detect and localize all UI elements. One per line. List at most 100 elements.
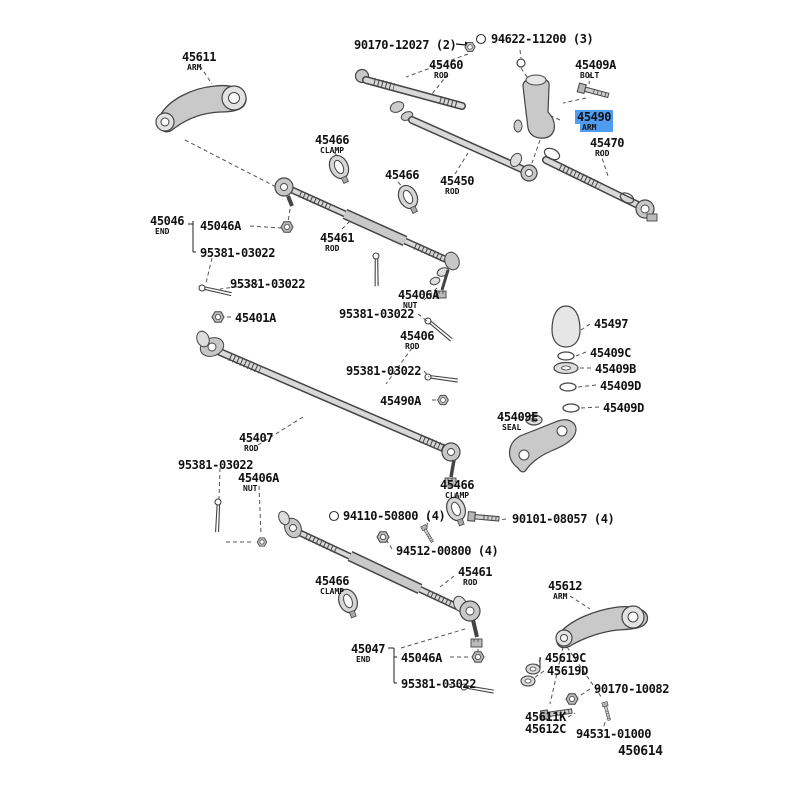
part-number: 94622-11200 (3) bbox=[491, 32, 594, 46]
part-type-label: ARM bbox=[553, 592, 568, 601]
part-number: 45409D bbox=[603, 401, 644, 415]
part-type-label: ARM bbox=[187, 63, 202, 72]
part-number: 45466 bbox=[385, 168, 420, 182]
part-number: 45612C bbox=[525, 722, 566, 736]
drawing-idler-arm-assembly bbox=[509, 305, 581, 473]
part-type-label: NUT bbox=[243, 484, 258, 493]
part-type-label: END bbox=[356, 655, 371, 664]
part-label-9538103022[interactable]: 95381-03022 bbox=[344, 364, 423, 378]
part-label-45619C[interactable]: 45619C bbox=[543, 651, 588, 665]
part-label-9538103022[interactable]: 95381-03022 bbox=[176, 458, 255, 472]
part-label-45490A[interactable]: 45490A bbox=[378, 394, 423, 408]
part-number: 94531-01000 bbox=[576, 727, 652, 741]
part-label-94622112003[interactable]: 94622-11200 (3) bbox=[489, 32, 595, 46]
part-number: 45612 bbox=[548, 579, 583, 593]
part-type-label: ROD bbox=[463, 578, 478, 587]
part-label-9538103022[interactable]: 95381-03022 bbox=[228, 277, 307, 291]
part-label-90170120272[interactable]: 90170-12027 (2) bbox=[352, 38, 458, 52]
part-number: 45466 bbox=[440, 478, 475, 492]
part-number: 95381-03022 bbox=[401, 677, 477, 691]
part-label-9538103022[interactable]: 95381-03022 bbox=[399, 677, 478, 691]
part-type-label: ROD bbox=[595, 149, 610, 158]
part-number: 95381-03022 bbox=[230, 277, 306, 291]
part-number: 45409D bbox=[600, 379, 641, 393]
drawing-45461-tie-rod-upper bbox=[274, 177, 460, 299]
part-label-45046A[interactable]: 45046A bbox=[198, 219, 243, 233]
part-label-9453101000[interactable]: 94531-01000 bbox=[574, 727, 653, 741]
drawing-45461-tie-rod-lower bbox=[278, 510, 483, 648]
part-label-94110508004[interactable]: 94110-50800 (4) bbox=[341, 509, 447, 523]
part-number: 95381-03022 bbox=[339, 307, 415, 321]
part-type-label: CLAMP bbox=[320, 587, 345, 596]
part-label-45612C[interactable]: 45612C bbox=[523, 722, 568, 736]
part-type-label: NUT bbox=[403, 301, 418, 310]
part-number: 95381-03022 bbox=[200, 246, 276, 260]
part-label-94512008004[interactable]: 94512-00800 (4) bbox=[394, 544, 500, 558]
drawing-top-hardware bbox=[328, 33, 526, 522]
drawing-45470-rod bbox=[542, 147, 658, 222]
part-number: 45461 bbox=[458, 565, 493, 579]
part-number: 45407 bbox=[239, 431, 274, 445]
part-number: 90170-12027 (2) bbox=[354, 38, 457, 52]
part-label-45619D[interactable]: 45619D bbox=[545, 664, 590, 678]
part-label-45409D[interactable]: 45409D bbox=[598, 379, 643, 393]
part-number: 45409B bbox=[595, 362, 636, 376]
part-number: 45406A bbox=[398, 288, 439, 302]
part-number: 45461 bbox=[320, 231, 355, 245]
figure-number: 450614 bbox=[616, 744, 665, 759]
part-label-90101080574[interactable]: 90101-08057 (4) bbox=[510, 512, 616, 526]
part-type-label: BOLT bbox=[580, 71, 600, 80]
part-number: 95381-03022 bbox=[346, 364, 422, 378]
part-number: 45619C bbox=[545, 651, 586, 665]
part-type-label: SEAL bbox=[502, 423, 522, 432]
part-label-45409D[interactable]: 45409D bbox=[601, 401, 646, 415]
part-number: 45619D bbox=[547, 664, 588, 678]
part-number: 94110-50800 (4) bbox=[343, 509, 446, 523]
part-type-label: ARM bbox=[580, 124, 614, 132]
drawing-45611-arm bbox=[155, 84, 247, 133]
part-number: 45450 bbox=[440, 174, 475, 188]
part-label-45497[interactable]: 45497 bbox=[592, 317, 630, 331]
part-label-9538103022[interactable]: 95381-03022 bbox=[337, 307, 416, 321]
drawing-bottom-hardware bbox=[520, 663, 541, 687]
part-type-label: ROD bbox=[405, 342, 420, 351]
part-label-45046A[interactable]: 45046A bbox=[399, 651, 444, 665]
part-number: 45409C bbox=[590, 346, 631, 360]
part-label-45611K[interactable]: 45611K bbox=[523, 710, 568, 724]
part-label-9017010082[interactable]: 90170-10082 bbox=[592, 682, 671, 696]
part-label-9538103022[interactable]: 95381-03022 bbox=[198, 246, 277, 260]
part-type-label: ROD bbox=[325, 244, 340, 253]
part-number: 45409E bbox=[497, 410, 538, 424]
part-number: 45046A bbox=[200, 219, 241, 233]
part-number: 450614 bbox=[618, 744, 663, 759]
part-label-45409C[interactable]: 45409C bbox=[588, 346, 633, 360]
part-number: 45460 bbox=[429, 58, 464, 72]
part-number: 45470 bbox=[590, 136, 625, 150]
part-label-45409B[interactable]: 45409B bbox=[593, 362, 638, 376]
part-label-45401A[interactable]: 45401A bbox=[233, 311, 278, 325]
part-number: 45409A bbox=[575, 58, 616, 72]
part-label-45466[interactable]: 45466 bbox=[383, 168, 421, 182]
